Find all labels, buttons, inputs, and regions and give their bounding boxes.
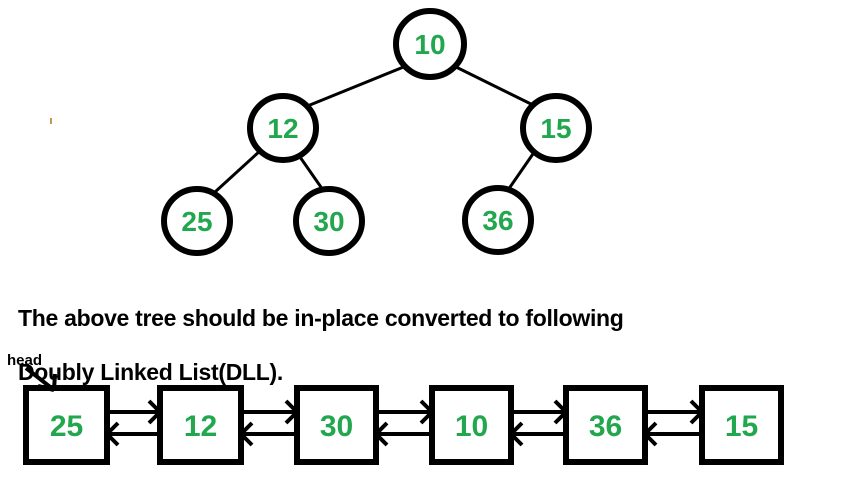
tree-node-36: 36 — [462, 185, 534, 255]
head-arrow-head-lower — [52, 373, 57, 391]
dll-link-36-15-next-arrowhead-lower — [689, 410, 704, 425]
tree-edge-n10-n12 — [303, 64, 408, 109]
dll-node-label-30: 30 — [320, 410, 353, 443]
dll-link-30-10-prev-arrowhead-upper — [374, 421, 389, 436]
speck-artifact — [50, 118, 52, 124]
dll-node-label-36: 36 — [589, 410, 622, 443]
dll-link-36-15-next-arrowhead — [689, 399, 704, 425]
dll-node-15: 15 — [699, 385, 784, 465]
dll-link-25-12-next-arrowhead-lower — [147, 410, 162, 425]
dll-link-36-15-prev-arrowhead — [643, 421, 658, 447]
dll-node-box-12 — [157, 385, 244, 465]
dll-link-12-30-prev-arrowhead — [239, 421, 254, 447]
dll-node-box-36 — [563, 385, 648, 465]
caption-text: The above tree should be in-place conver… — [18, 278, 838, 413]
dll-node-36: 36 — [563, 385, 648, 465]
tree-node-group: 10 12 15 25 30 36 — [161, 8, 592, 256]
dll-link-30-10-next-arrowhead — [419, 399, 434, 425]
tree-node-15: 15 — [520, 93, 592, 163]
dll-link-25-12-next-arrowhead — [147, 399, 162, 425]
dll-group: 25 12 30 10 36 15 — [23, 385, 784, 465]
tree-edge-group — [213, 64, 537, 194]
tree-node-label-30: 30 — [313, 206, 344, 237]
dll-node-box-30 — [294, 385, 379, 465]
dll-link-25-12-prev-arrowhead-upper — [105, 421, 120, 436]
dll-link-10-36-prev-arrowhead-upper — [509, 421, 524, 436]
tree-node-label-15: 15 — [540, 113, 571, 144]
tree-node-label-10: 10 — [414, 29, 445, 60]
dll-link-30-10-prev-arrowhead — [374, 421, 389, 447]
dll-node-12: 12 — [157, 385, 244, 465]
dll-link-12-30-next-arrowhead-lower — [284, 410, 299, 425]
dll-link-10-36-prev-arrowhead-lower — [509, 432, 524, 447]
head-arrow-shaft — [24, 366, 56, 392]
tree-node-25: 25 — [161, 186, 233, 256]
dll-link-30-10-next-arrowhead-upper — [419, 399, 434, 414]
tree-node-12: 12 — [247, 93, 319, 163]
dll-link-10-36-next-arrowhead-lower — [553, 410, 568, 425]
dll-node-label-10: 10 — [455, 410, 488, 443]
dll-link-12-30-prev-arrowhead-lower — [239, 432, 254, 447]
tree-edge-n15-n36 — [506, 149, 537, 192]
dll-node-label-15: 15 — [725, 410, 758, 443]
tree-node-circle-25 — [161, 186, 233, 256]
dll-node-label-25: 25 — [50, 410, 83, 443]
artifact-specks — [50, 118, 52, 124]
tree-node-10: 10 — [393, 8, 467, 80]
tree-edge-n12-n30 — [298, 155, 325, 192]
tree-node-circle-12 — [247, 93, 319, 163]
tree-node-circle-36 — [462, 185, 534, 255]
dll-link-36-15-prev-arrowhead-lower — [643, 432, 658, 447]
head-arrow-head-upper — [37, 384, 55, 392]
dll-link-30-10-prev-arrowhead-lower — [374, 432, 389, 447]
dll-node-box-15 — [699, 385, 784, 465]
dll-node-box-10 — [429, 385, 514, 465]
dll-link-25-12-next-arrowhead-upper — [147, 399, 162, 414]
dll-link-10-36-next-arrowhead — [553, 399, 568, 425]
tree-edge-n12-n25 — [213, 148, 263, 194]
dll-link-12-30-next-arrowhead — [284, 399, 299, 425]
dll-link-10-36-next-arrowhead-upper — [553, 399, 568, 414]
dll-node-30: 30 — [294, 385, 379, 465]
head-pointer-group — [24, 366, 57, 392]
dll-link-36-15-prev-arrowhead-upper — [643, 421, 658, 436]
dll-node-box-25 — [23, 385, 110, 465]
tree-node-label-25: 25 — [181, 206, 212, 237]
tree-node-label-12: 12 — [267, 113, 298, 144]
tree-node-circle-15 — [520, 93, 592, 163]
dll-link-25-12-prev-arrowhead — [105, 421, 120, 447]
tree-node-label-36: 36 — [482, 205, 513, 236]
tree-node-circle-30 — [293, 186, 365, 256]
dll-link-12-30-prev-arrowhead-upper — [239, 421, 254, 436]
dll-node-label-12: 12 — [184, 410, 217, 443]
dll-link-30-10-next-arrowhead-lower — [419, 410, 434, 425]
dll-node-25: 25 — [23, 385, 110, 465]
caption-line-1: The above tree should be in-place conver… — [18, 305, 624, 331]
dll-link-12-30-next-arrowhead-upper — [284, 399, 299, 414]
tree-node-circle-10 — [393, 8, 467, 80]
dll-node-10: 10 — [429, 385, 514, 465]
dll-link-10-36-prev-arrowhead — [509, 421, 524, 447]
dll-link-36-15-next-arrowhead-upper — [689, 399, 704, 414]
head-label: head — [7, 352, 43, 369]
caption-line-2: Doubly Linked List(DLL). — [18, 359, 283, 385]
tree-edge-n10-n15 — [452, 64, 537, 108]
dll-link-25-12-prev-arrowhead-lower — [105, 432, 120, 447]
tree-node-30: 30 — [293, 186, 365, 256]
